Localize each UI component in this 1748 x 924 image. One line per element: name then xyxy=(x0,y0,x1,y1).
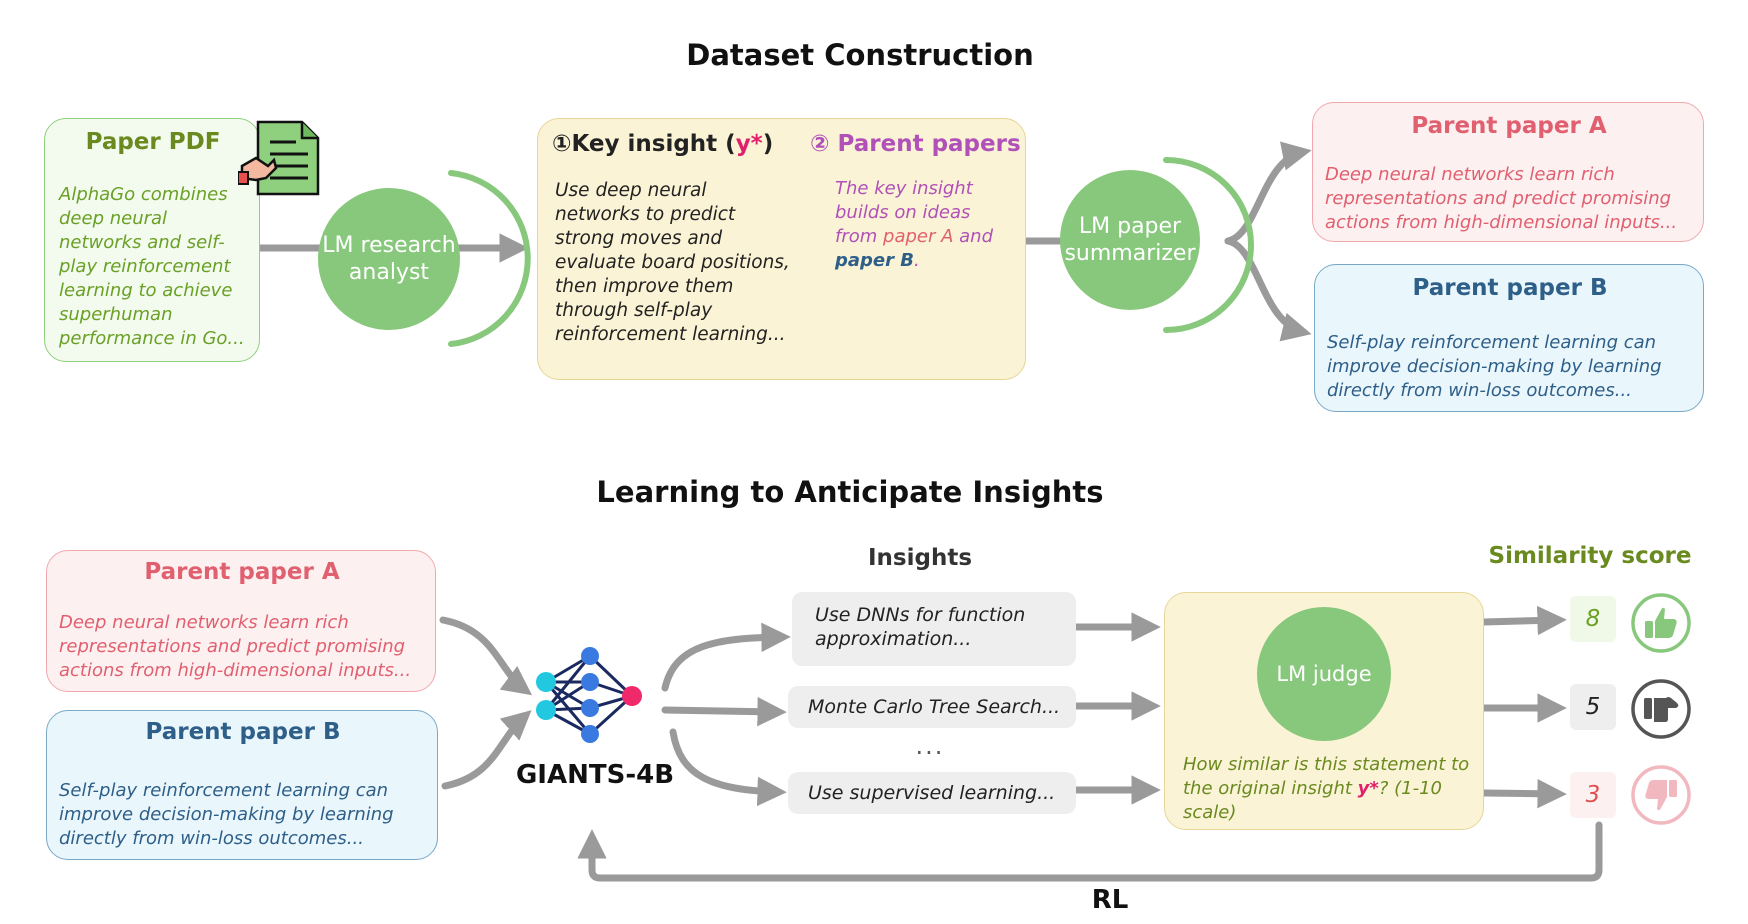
arrow-model-to-insight-3 xyxy=(669,728,787,807)
thumbs-down-icon xyxy=(1631,765,1691,825)
judge-question-y-star: y* xyxy=(1357,778,1379,799)
parent-papers-heading: ② Parent papers xyxy=(810,131,1021,157)
parent-papers-period: . xyxy=(914,250,920,271)
key-insight-y-star: y* xyxy=(735,131,763,157)
thumbs-side-icon xyxy=(1631,679,1691,739)
neural-network-icon xyxy=(536,647,642,743)
judge-question-part2: ? (1-10 scale) xyxy=(1183,778,1442,823)
rl-label: RL xyxy=(1091,885,1129,915)
insight-chip-1: Use DNNs for function approximation... xyxy=(792,592,1076,666)
judge-question: How similar is this statement to the ori… xyxy=(1183,753,1473,825)
paper-pdf-text: AlphaGo combines deep neural networks an… xyxy=(59,184,245,349)
key-insight-heading: ①Key insight (y*) xyxy=(552,131,773,157)
score-value-1: 8 xyxy=(1570,596,1616,642)
key-insight-text: Use deep neural networks to predict stro… xyxy=(555,180,790,345)
judge-question-part1: How similar is this statement to the ori… xyxy=(1183,754,1470,799)
parent-papers-paper-b: paper B xyxy=(835,250,914,271)
lm-research-analyst-node: LM research analyst xyxy=(318,188,460,330)
parent-papers-text: The key insight builds on ideas from pap… xyxy=(835,177,1015,273)
parent-papers-title: Parent papers xyxy=(837,131,1021,157)
arrow-judge-to-score-1 xyxy=(1480,605,1567,636)
giants-model-label: GIANTS-4B xyxy=(515,760,675,790)
top-parent-b-box: Parent paper B Self-play reinforcement l… xyxy=(1314,264,1704,412)
arrow-to-parent-a xyxy=(1224,141,1312,245)
top-parent-a-title: Parent paper A xyxy=(1411,113,1607,139)
bottom-parent-b-text: Self-play reinforcement learning can imp… xyxy=(59,780,394,849)
bottom-parent-b-box: Parent paper B Self-play reinforcement l… xyxy=(46,710,438,860)
key-insight-box: ①Key insight (y*) Use deep neural networ… xyxy=(537,118,1026,380)
arrow-parent-a-to-model xyxy=(439,616,533,696)
document-hand-icon xyxy=(238,120,320,196)
insights-ellipsis: ... xyxy=(915,732,945,760)
paper-pdf-box: Paper PDF AlphaGo combines deep neural n… xyxy=(44,118,260,362)
parent-papers-number: ② xyxy=(810,131,830,157)
learning-to-anticipate-title: Learning to Anticipate Insights xyxy=(596,475,1104,509)
bottom-parent-b-title: Parent paper B xyxy=(145,719,341,745)
similarity-score-label: Similarity score xyxy=(1488,543,1692,569)
arrow-model-to-insight-1 xyxy=(661,622,791,692)
key-insight-title: Key insight ( xyxy=(571,131,736,157)
arrow-to-parent-b xyxy=(1224,237,1312,342)
parent-papers-and: and xyxy=(959,226,994,247)
score-value-3: 3 xyxy=(1570,772,1616,818)
bottom-parent-a-title: Parent paper A xyxy=(144,559,340,585)
score-value-2: 5 xyxy=(1570,684,1616,730)
parent-papers-intro: The key insight builds on ideas from xyxy=(835,178,973,247)
bottom-parent-a-box: Parent paper A Deep neural networks lear… xyxy=(46,550,436,692)
arrow-judge-to-score-3 xyxy=(1480,779,1567,809)
insight-chip-2: Monte Carlo Tree Search... xyxy=(788,686,1076,728)
arrow-rl-loop xyxy=(577,821,1603,882)
key-insight-number: ① xyxy=(552,131,572,157)
top-parent-b-title: Parent paper B xyxy=(1412,275,1608,301)
top-parent-b-text: Self-play reinforcement learning can imp… xyxy=(1327,332,1662,401)
top-parent-a-box: Parent paper A Deep neural networks lear… xyxy=(1312,102,1704,242)
bottom-parent-a-text: Deep neural networks learn rich represen… xyxy=(59,612,412,681)
key-insight-close-paren: ) xyxy=(762,131,774,157)
lm-judge-node: LM judge xyxy=(1257,607,1391,741)
arrow-model-to-insight-2 xyxy=(661,696,787,727)
top-parent-a-text: Deep neural networks learn rich represen… xyxy=(1325,164,1678,233)
summarizer-arc xyxy=(1163,157,1254,333)
analyst-arc xyxy=(448,170,531,347)
arrow-parent-b-to-model xyxy=(441,710,532,790)
thumbs-up-icon xyxy=(1631,593,1691,653)
dataset-construction-title: Dataset Construction xyxy=(686,38,1034,72)
lm-paper-summarizer-node: LM paper summarizer xyxy=(1060,170,1200,310)
parent-papers-paper-a: paper A xyxy=(883,226,954,247)
insights-label: Insights xyxy=(867,545,973,571)
insight-chip-3: Use supervised learning... xyxy=(788,772,1076,814)
paper-pdf-title: Paper PDF xyxy=(85,129,221,155)
